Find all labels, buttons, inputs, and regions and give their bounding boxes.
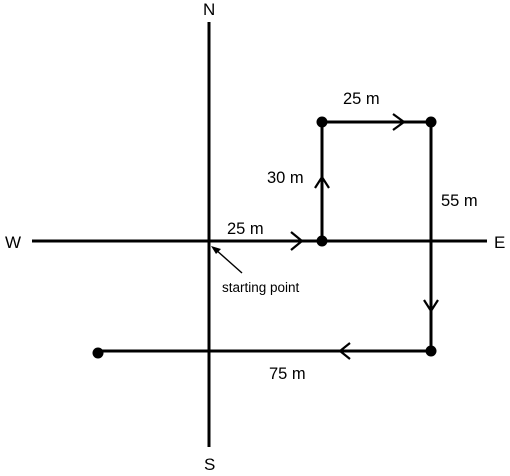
starting-point-label: starting point (222, 280, 300, 295)
vertex-dot (316, 235, 328, 247)
vertex-dot (316, 116, 328, 128)
segment-2-label: 30 m (267, 169, 304, 187)
south-label: S (204, 455, 215, 474)
end-point-dot (92, 347, 104, 359)
north-label: N (203, 0, 215, 19)
segment-4-label: 55 m (441, 192, 478, 210)
segment-2-arrow-icon (314, 174, 330, 189)
east-label: E (494, 233, 505, 252)
vertex-dot (425, 345, 437, 357)
west-label: W (5, 233, 21, 252)
segment-5-label: 75 m (269, 365, 306, 383)
segment-4-arrow-icon (423, 299, 439, 314)
segment-3-arrow-icon (392, 113, 406, 131)
segment-1-arrow-icon (290, 231, 304, 251)
vertex-dot (425, 116, 437, 128)
segment-5-arrow-icon (338, 342, 351, 360)
segment-1-label: 25 m (227, 220, 264, 238)
segment-3-label: 25 m (343, 90, 380, 108)
starting-point-arrow-icon (211, 246, 221, 254)
starting-point-pointer (214, 248, 243, 274)
